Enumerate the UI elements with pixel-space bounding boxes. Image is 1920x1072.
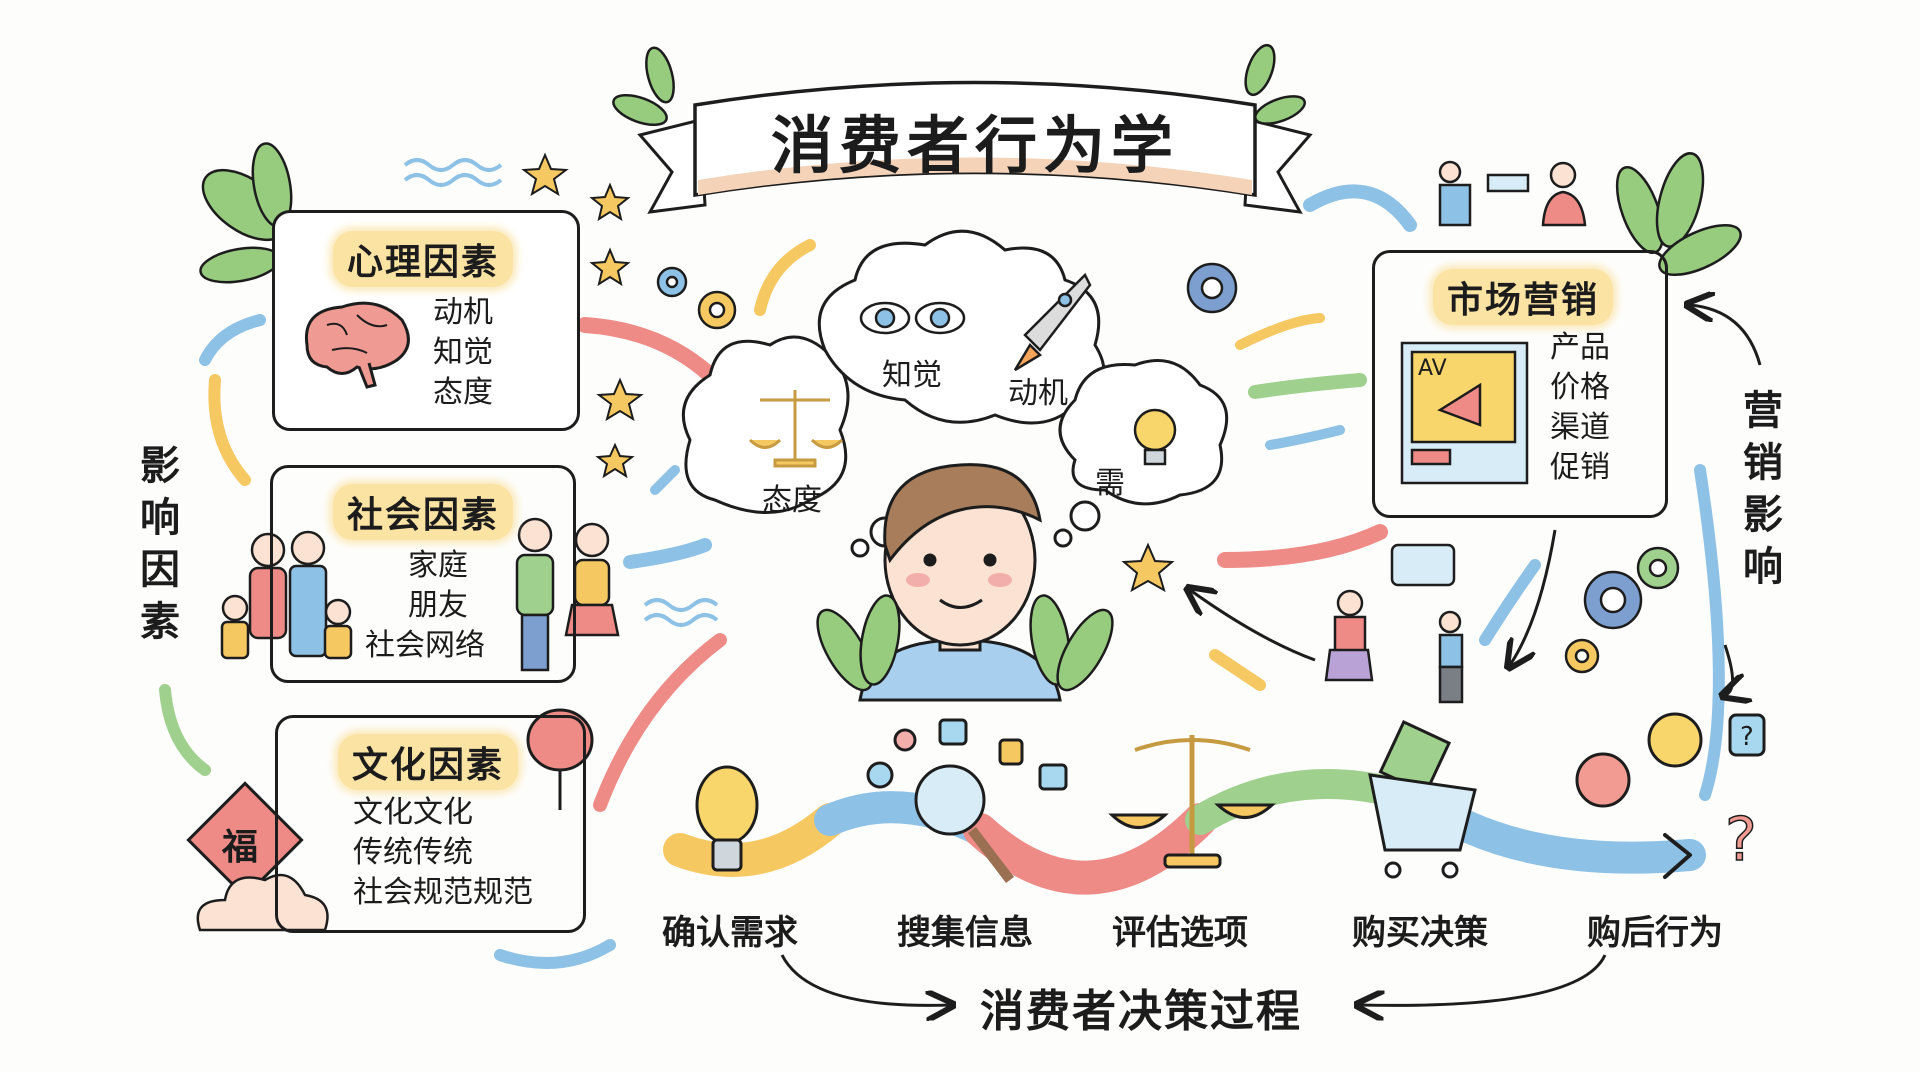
list-item: 朋友: [408, 588, 468, 623]
thought-cloud: [681, 229, 1229, 558]
list-item: 态度: [433, 375, 493, 410]
gear-icon: [656, 262, 1680, 674]
cloud-label-need: 需: [1095, 466, 1125, 501]
list-item: 渠道: [1550, 410, 1610, 445]
list-item: 产品: [1550, 330, 1610, 365]
list-item: 文化文化: [353, 795, 473, 830]
poster-text: AV: [1418, 356, 1447, 381]
list-item: 传统传统: [353, 835, 473, 870]
title-ribbon: [637, 80, 1313, 214]
list-item: 社会规范规范: [353, 875, 533, 910]
psychological-factors-box: 心理因素 动机 知觉 态度: [272, 210, 580, 431]
scale-icon: [748, 390, 844, 468]
cultural-factors-box: 文化因素 文化文化 传统传统 社会规范规范: [275, 715, 586, 933]
fu-diamond-icon: [186, 781, 304, 899]
leaf-cluster-icon: [612, 43, 1306, 127]
leaf-cluster-icon: [199, 142, 293, 284]
poster-icon: [1400, 341, 1529, 485]
cloud-decoration-icon: [196, 873, 329, 932]
marketing-box: 市场营销 产品 价格 渠道 促销: [1372, 250, 1668, 518]
rocket-icon: [1013, 272, 1092, 372]
marketing-mix-list: 产品 价格 渠道 促销: [1550, 328, 1610, 488]
process-emotion-faces-icon: ? ?: [1575, 712, 1766, 876]
svg-text:?: ?: [1740, 722, 1754, 752]
cloud-label-attitude: 态度: [762, 483, 822, 518]
process-magnifier-icon: [866, 718, 1068, 884]
step-purchase-decision: 购买决策: [1352, 913, 1488, 953]
psychological-factors-list: 动机 知觉 态度: [433, 293, 493, 413]
leaf-cluster-icon: [1615, 152, 1742, 276]
star-icon: [521, 152, 1175, 593]
cultural-factors-heading: 文化因素: [338, 734, 519, 790]
flow-arrows: [159, 184, 1725, 969]
marketing-influence-label: 营销影响: [1743, 388, 1783, 590]
social-factors-list: 家庭 朋友: [388, 546, 488, 626]
step-search-information: 搜集信息: [897, 913, 1033, 953]
cloud-label-perception: 知觉: [882, 358, 942, 393]
process-scale-icon: [1108, 735, 1276, 869]
list-item: 动机: [433, 295, 493, 330]
people-exchange-icon: [1438, 160, 1587, 227]
list-item: 促销: [1550, 450, 1610, 485]
process-cart-icon: [1368, 719, 1477, 879]
social-factors-heading: 社会因素: [333, 484, 514, 540]
thin-arrows: [780, 305, 1762, 1005]
fu-character: 福: [222, 827, 259, 868]
list-item: 价格: [1550, 370, 1610, 405]
list-item: 知觉: [433, 335, 493, 370]
step-recognize-need: 确认需求: [662, 913, 798, 953]
cloud-label-motivation: 动机: [1008, 376, 1068, 411]
eyes-icon: [859, 301, 966, 335]
page-title: 消费者行为学: [770, 109, 1179, 182]
list-item: 社会网络: [365, 628, 485, 663]
marketing-heading: 市场营销: [1433, 269, 1614, 325]
wave-icon: [403, 158, 719, 627]
svg-text:?: ?: [1725, 805, 1757, 875]
step-post-purchase: 购后行为: [1587, 913, 1723, 953]
social-factors-box: 社会因素 家庭 朋友 社会网络: [270, 465, 576, 683]
decision-process-title: 消费者决策过程: [980, 986, 1302, 1037]
family-illustration: [220, 517, 620, 672]
step-evaluate-options: 评估选项: [1112, 913, 1248, 953]
leaf-cluster-icon: [816, 594, 1114, 692]
lightbulb-icon: [1133, 408, 1177, 466]
psychological-factors-heading: 心理因素: [333, 231, 514, 287]
people-interaction-illustration: [1324, 543, 1464, 704]
cultural-factors-list: 文化文化 传统传统 社会规范规范: [353, 793, 533, 913]
process-lightbulb-icon: [695, 765, 759, 872]
brain-icon: [297, 295, 417, 390]
influence-factors-label: 影响因素: [140, 443, 180, 645]
list-item: 家庭: [408, 548, 468, 583]
